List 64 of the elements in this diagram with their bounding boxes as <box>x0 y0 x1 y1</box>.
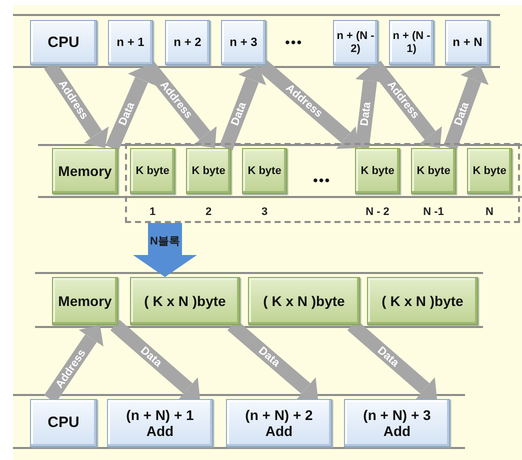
flow-arrow <box>219 65 266 151</box>
node-text: n + (N - 1) <box>392 30 432 56</box>
edge-label: N블록 <box>150 234 180 248</box>
edge-label: Data <box>229 100 249 128</box>
block-number: 3 <box>261 206 268 218</box>
edge-label: Data <box>116 100 138 128</box>
memory-block <box>367 277 478 325</box>
node-text: (n + N) + 2 Add <box>244 406 314 440</box>
node-text: CPU <box>48 414 80 432</box>
memory-block <box>52 277 118 325</box>
node-text: n + 3 <box>230 36 258 50</box>
node-text: K byte <box>248 164 282 178</box>
ellipsis-text: ••• <box>313 172 331 188</box>
block-number: 2 <box>205 206 212 218</box>
process-box <box>226 399 332 447</box>
process-box <box>344 399 450 447</box>
memory-block <box>242 148 287 194</box>
node-text: n + 1 <box>116 36 144 50</box>
node-text: K byte <box>472 164 506 178</box>
memory-block <box>186 148 231 194</box>
process-box <box>30 399 97 447</box>
memory-block <box>355 148 400 194</box>
node-text: (n + N) + 1 Add <box>125 406 195 440</box>
node-text: K byte <box>136 164 170 178</box>
memory-block <box>52 148 118 194</box>
node-text: (n + N) + 3 Add <box>362 406 432 440</box>
ellipsis-text: ••• <box>285 34 303 50</box>
block-number: N - 2 <box>366 206 390 218</box>
node-text: K byte <box>192 164 226 178</box>
node-text: CPU <box>48 34 80 52</box>
process-box <box>389 20 434 65</box>
block-number: N <box>486 206 494 218</box>
block-arrow <box>133 223 197 277</box>
dashed-group-frame <box>125 143 520 223</box>
node-text: Memory <box>58 162 112 180</box>
node-text: K byte <box>360 164 394 178</box>
node-text: ( K x N )byte <box>263 292 345 310</box>
node-text: n + N <box>452 36 482 50</box>
flow-arrow <box>110 320 200 400</box>
node-text: n + (N - 2) <box>336 30 376 56</box>
node-text: ( K x N )byte <box>382 292 464 310</box>
process-box <box>221 20 266 65</box>
node-text: ( K x N )byte <box>144 292 226 310</box>
node-text: n + 2 <box>174 36 202 50</box>
process-box <box>30 20 97 65</box>
flow-arrow <box>443 65 489 150</box>
block-number: 1 <box>149 206 156 218</box>
process-box <box>165 20 210 65</box>
process-box <box>107 399 213 447</box>
process-box <box>108 20 153 65</box>
flow-arrow <box>106 65 156 151</box>
node-text: K byte <box>416 164 450 178</box>
memory-block <box>248 277 360 325</box>
process-box <box>445 20 490 65</box>
process-box <box>333 20 378 65</box>
memory-block <box>411 148 456 194</box>
memory-block <box>130 148 175 194</box>
memory-block <box>130 277 240 325</box>
edge-label: Data <box>358 102 374 127</box>
node-text: Memory <box>58 292 112 310</box>
block-number: N -1 <box>423 206 444 218</box>
flow-arrow <box>257 60 358 149</box>
edge-label: Data <box>452 100 472 128</box>
memory-block <box>467 148 512 194</box>
